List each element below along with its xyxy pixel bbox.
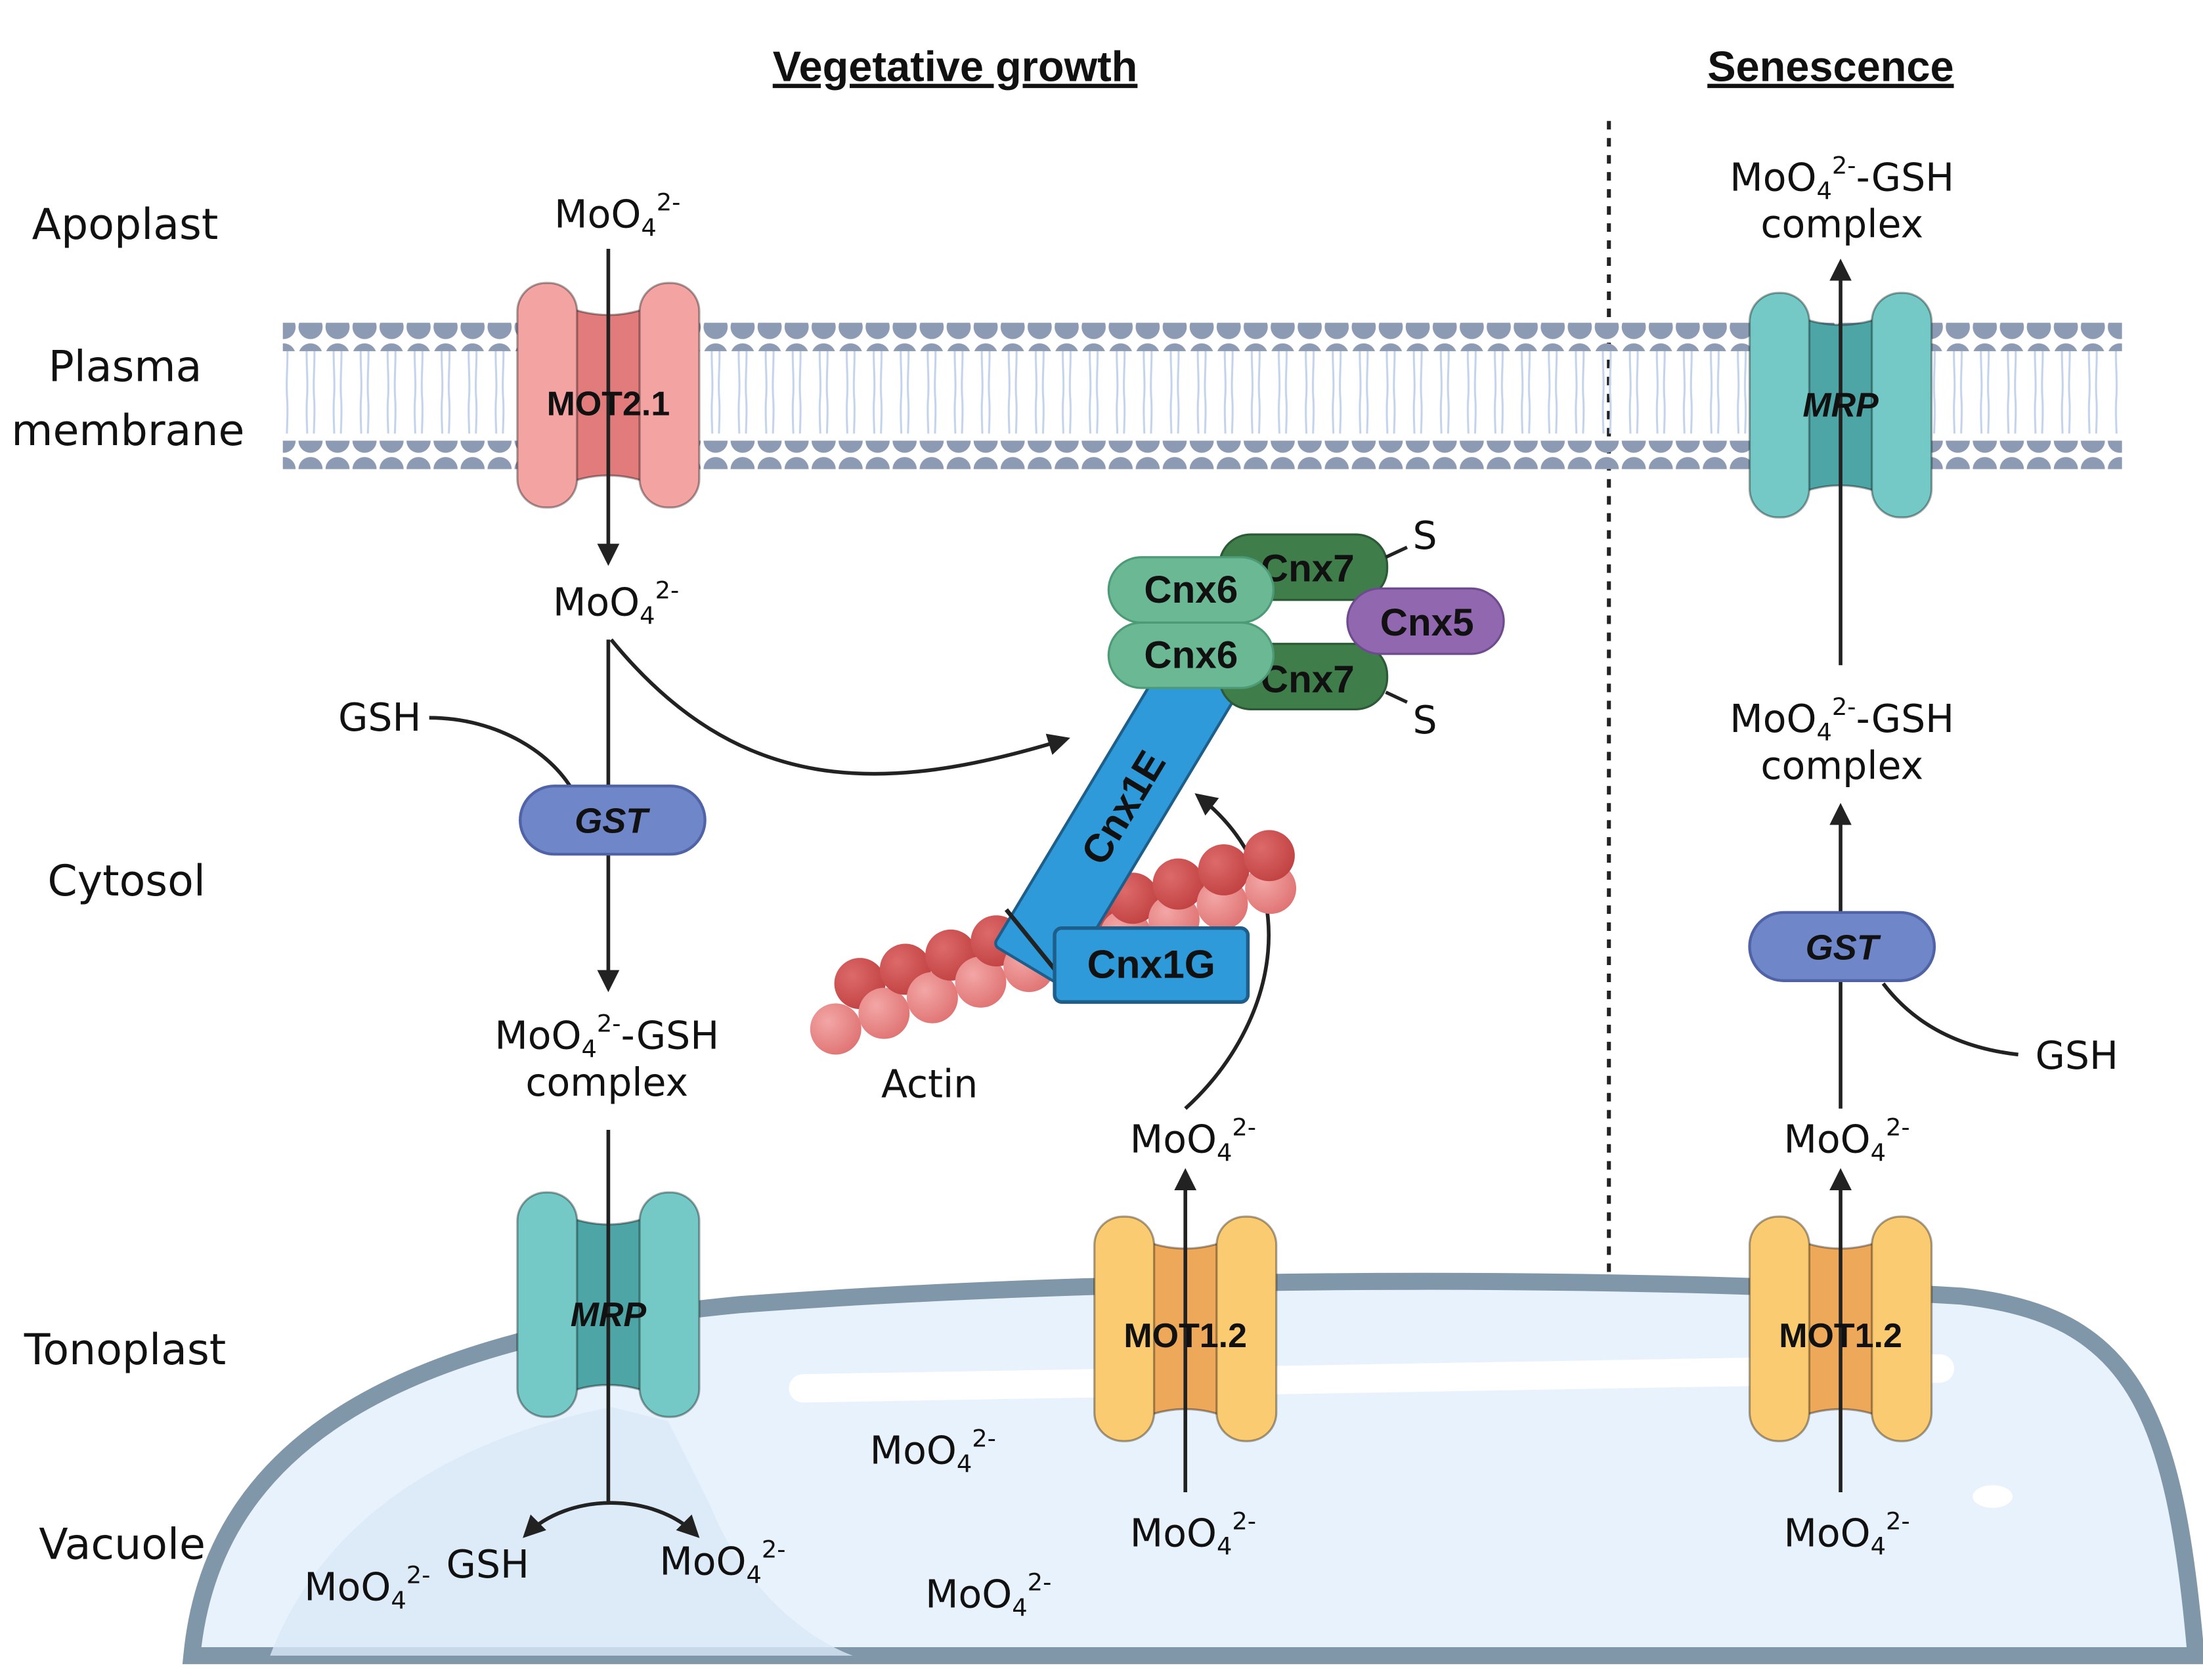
gsh-link-right — [1881, 982, 2018, 1057]
label-vacuole: Vacuole — [39, 1520, 206, 1570]
vacuole-highlight-dot — [1973, 1485, 2013, 1508]
gsh-cytosol-right: GSH — [2036, 1033, 2118, 1078]
svg-text:Cnx6: Cnx6 — [1144, 569, 1238, 611]
mrp-tonoplast-label: MRP — [571, 1296, 647, 1334]
svg-text:MoO42-: MoO42- — [1130, 1113, 1256, 1167]
mrp-plasma-transporter — [1748, 291, 1933, 519]
sulfur-bottom: S — [1413, 698, 1437, 743]
svg-text:MoO42-: MoO42- — [659, 1536, 785, 1589]
gsh-vacuole: GSH — [447, 1542, 529, 1587]
svg-text:complex: complex — [1760, 202, 1923, 247]
label-cytosol: Cytosol — [47, 857, 206, 906]
mot21-label: MOT2.1 — [547, 385, 670, 423]
svg-text:MoO42-: MoO42- — [553, 576, 679, 630]
svg-text:Cnx6: Cnx6 — [1144, 634, 1238, 677]
actin-monomer — [1152, 858, 1204, 910]
svg-text:MoO42-: MoO42- — [870, 1425, 996, 1478]
cnx6-bottom: Cnx6 — [1107, 621, 1275, 689]
svg-text:Cnx7: Cnx7 — [1261, 548, 1355, 590]
sulfur-bond-top — [1385, 546, 1408, 559]
sulfur-top: S — [1413, 513, 1437, 558]
actin-monomer — [906, 972, 958, 1023]
svg-text:MoO42-: MoO42- — [1783, 1113, 1909, 1167]
vacuole-highlight — [789, 1354, 1955, 1403]
arrow-split — [523, 1501, 700, 1538]
complex-apoplast-right: MoO42--GSH complex — [1730, 151, 1954, 246]
molybdate-vacuole-right: MoO42- — [1783, 1507, 1909, 1561]
svg-text:complex: complex — [525, 1060, 688, 1105]
svg-text:Cnx5: Cnx5 — [1380, 601, 1474, 644]
gst-left: GST — [519, 785, 707, 856]
cnx1e-cnx1g-linker — [1004, 908, 1057, 971]
svg-text:Cnx1G: Cnx1G — [1087, 941, 1215, 986]
molybdate-cytosol: MoO42- — [553, 576, 679, 630]
molybdate-vacuole-1: MoO42- — [659, 1536, 785, 1589]
svg-text:GST: GST — [575, 802, 650, 841]
cnx6-top: Cnx6 — [1107, 556, 1275, 624]
actin-monomer — [955, 956, 1007, 1008]
sulfur-bond-bottom — [1385, 691, 1408, 704]
actin-monomer — [1243, 830, 1295, 882]
molybdate-apoplast: MoO42- — [554, 188, 680, 242]
molybdate-vacuole-2: MoO42- — [304, 1561, 430, 1615]
svg-text:MoO42--GSH: MoO42--GSH — [494, 1010, 719, 1064]
arrow-to-cnx1e-from-vacuole — [1184, 793, 1271, 1110]
actin-monomer — [858, 987, 910, 1039]
label-plasma-membrane-line1: Plasma — [49, 342, 202, 391]
svg-text:MoO42-: MoO42- — [554, 188, 680, 242]
gst-right: GST — [1748, 911, 1936, 982]
molybdate-cytosol-mid: MoO42- — [1130, 1113, 1256, 1167]
label-tonoplast: Tonoplast — [24, 1325, 227, 1375]
svg-text:MoO42--GSH: MoO42--GSH — [1730, 693, 1954, 746]
svg-text:Cnx7: Cnx7 — [1261, 658, 1355, 700]
molybdate-vacuole-mid: MoO42- — [1130, 1507, 1256, 1561]
cnx5: Cnx5 — [1346, 587, 1505, 655]
complex-cytosol-right: MoO42--GSH complex — [1730, 693, 1954, 788]
cnx1e: Cnx1E — [994, 629, 1252, 986]
actin-monomer — [1198, 844, 1250, 895]
svg-text:MoO42-: MoO42- — [304, 1561, 430, 1615]
svg-text:GST: GST — [1806, 928, 1881, 967]
gsh-cytosol-left: GSH — [338, 695, 421, 740]
heading-vegetative-growth: Vegetative growth — [773, 43, 1138, 91]
svg-text:MoO42-: MoO42- — [1130, 1507, 1256, 1561]
molybdate-vacuole-3: MoO42- — [870, 1425, 996, 1478]
complex-cytosol-left: MoO42--GSH complex — [494, 1010, 719, 1105]
molybdate-cytosol-right: MoO42- — [1783, 1113, 1909, 1167]
cnx1g: Cnx1G — [1053, 926, 1250, 1004]
label-plasma-membrane-line2: membrane — [11, 406, 244, 456]
arrow-to-cnx1e — [609, 638, 1070, 776]
heading-senescence: Senescence — [1707, 43, 1953, 91]
molybdate-vacuole-4: MoO42- — [925, 1568, 1051, 1622]
svg-text:MoO42-: MoO42- — [1783, 1507, 1909, 1561]
mot12-right-label: MOT1.2 — [1779, 1317, 1902, 1355]
mot12-mid-label: MOT1.2 — [1123, 1317, 1247, 1355]
label-apoplast: Apoplast — [32, 200, 219, 249]
mot12-right-transporter — [1748, 1215, 1933, 1442]
label-actin: Actin — [881, 1062, 978, 1106]
svg-text:complex: complex — [1760, 743, 1923, 788]
svg-text:MoO42-: MoO42- — [925, 1568, 1051, 1622]
gsh-link-left — [429, 716, 578, 797]
mot12-mid-transporter — [1093, 1215, 1278, 1442]
actin-monomer — [810, 1003, 862, 1055]
svg-text:MoO42--GSH: MoO42--GSH — [1730, 151, 1954, 205]
mrp-plasma-label: MRP — [1802, 386, 1879, 424]
